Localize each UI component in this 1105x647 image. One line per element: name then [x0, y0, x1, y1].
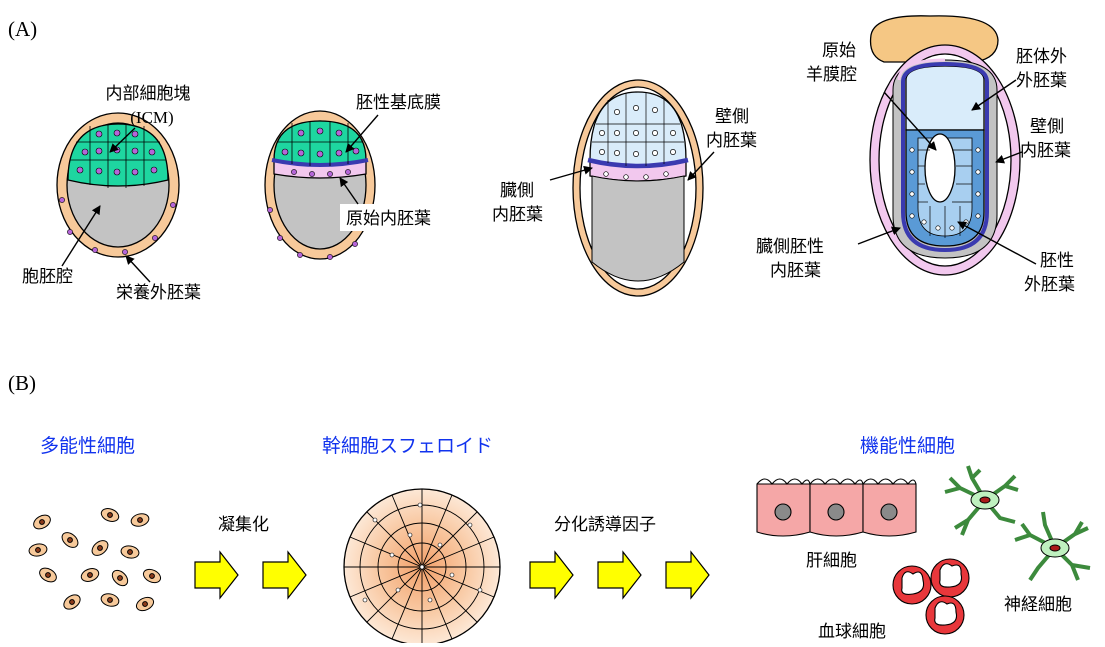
egg-cylinder-late	[870, 16, 1020, 275]
blood-cell-icon	[893, 559, 969, 634]
label-visceral-2: 内胚葉	[492, 205, 543, 225]
stem-cell-spheroid	[344, 489, 500, 643]
hepatocyte-icon	[757, 479, 916, 536]
label-visceral-emb-2: 内胚葉	[770, 261, 821, 281]
blastocyst-late	[265, 111, 375, 260]
label-parietal-b-2: 内胚葉	[1020, 141, 1071, 161]
label-blood: 血球細胞	[818, 622, 886, 642]
title-spheroid: 幹細胞スフェロイド	[322, 435, 493, 457]
label-emb-ecto-1: 胚性	[1040, 251, 1074, 271]
label-emb-ecto-2: 外胚葉	[1024, 275, 1075, 295]
label-hepatocyte: 肝細胞	[806, 551, 857, 571]
label-visceral-1: 臓側	[500, 181, 534, 201]
label-icm-abbr: (ICM)	[130, 108, 173, 127]
title-pluripotent: 多能性細胞	[40, 435, 135, 457]
label-proamniotic-2: 羊膜腔	[806, 65, 857, 85]
label-proamniotic-1: 原始	[822, 41, 856, 61]
aggregation-arrows	[195, 552, 306, 598]
differentiation-arrows	[530, 552, 709, 598]
label-visceral-emb-1: 臓側胚性	[756, 237, 824, 257]
label-neuron: 神経細胞	[1004, 595, 1072, 615]
label-parietal-2: 内胚葉	[706, 131, 757, 151]
label-parietal-1: 壁側	[715, 107, 749, 127]
neuron-icon	[945, 466, 1090, 580]
scattered-cells	[28, 506, 163, 613]
label-exe-ecto-1: 胚体外	[1016, 47, 1067, 67]
panel-b-label: (B)	[8, 371, 36, 395]
title-functional: 機能性細胞	[860, 435, 955, 457]
label-differentiation: 分化誘導因子	[554, 515, 656, 535]
egg-cylinder-early	[573, 80, 703, 296]
label-parietal-b-1: 壁側	[1030, 117, 1064, 137]
label-icm: 内部細胞塊	[106, 84, 191, 104]
label-aggregation: 凝集化	[218, 515, 269, 535]
label-exe-ecto-2: 外胚葉	[1016, 71, 1067, 91]
panel-a-label: (A)	[8, 17, 37, 41]
label-epiblast-bm: 胚性基底膜	[356, 93, 441, 113]
label-blastocoel: 胞胚腔	[22, 267, 73, 287]
label-trophectoderm: 栄養外胚葉	[116, 283, 201, 303]
label-primitive-endoderm: 原始内胚葉	[346, 209, 431, 229]
blastocyst-early	[57, 113, 179, 257]
